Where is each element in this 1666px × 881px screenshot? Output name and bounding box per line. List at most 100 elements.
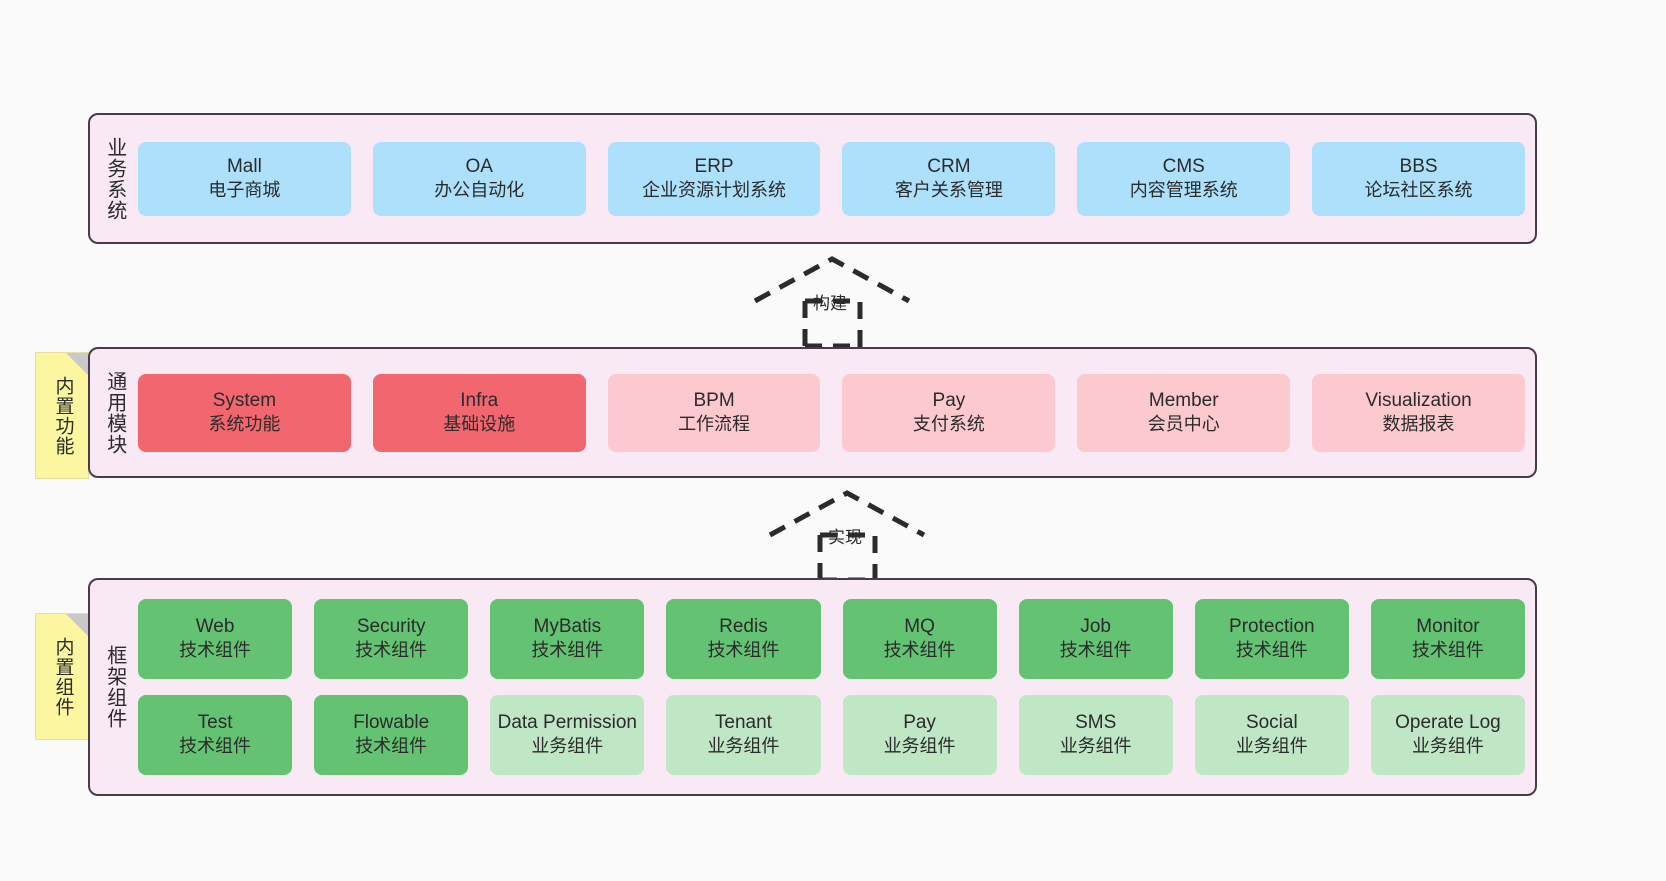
framework-card-row-business: Test 技术组件 Flowable 技术组件 Data Permission … xyxy=(138,695,1525,775)
card-social-sub: 业务组件 xyxy=(1235,736,1308,757)
card-mybatis[interactable]: MyBatis 技术组件 xyxy=(490,599,645,679)
card-pay-module[interactable]: Pay 支付系统 xyxy=(842,373,1056,452)
card-pay-module-title: Pay xyxy=(932,389,966,411)
card-web-title: Web xyxy=(195,616,235,638)
card-visualization[interactable]: Visualization 数据报表 xyxy=(1312,373,1525,452)
card-monitor[interactable]: Monitor 技术组件 xyxy=(1370,599,1525,679)
card-flowable-sub: 技术组件 xyxy=(355,736,428,757)
card-sms-sub: 业务组件 xyxy=(1059,736,1132,757)
card-bbs[interactable]: BBS 论坛社区系统 xyxy=(1312,141,1525,216)
card-member-title: Member xyxy=(1148,389,1219,411)
card-cms-title: CMS xyxy=(1162,155,1205,177)
card-mall[interactable]: Mall 电子商城 xyxy=(138,141,351,216)
card-mq[interactable]: MQ 技术组件 xyxy=(842,599,997,679)
card-redis-sub: 技术组件 xyxy=(707,640,780,661)
card-test[interactable]: Test 技术组件 xyxy=(138,695,293,775)
card-system[interactable]: System 系统功能 xyxy=(138,373,351,452)
card-crm[interactable]: CRM 客户关系管理 xyxy=(842,141,1056,216)
card-security-sub: 技术组件 xyxy=(355,640,428,661)
card-cms[interactable]: CMS 内容管理系统 xyxy=(1077,141,1291,216)
card-protection-sub: 技术组件 xyxy=(1235,640,1308,661)
realization-arrow-icon xyxy=(753,256,911,348)
connector-implement: 实现 xyxy=(760,487,935,582)
card-tenant-sub: 业务组件 xyxy=(707,736,780,757)
sticky-note-builtin-component: 内置组件 xyxy=(35,613,89,740)
card-sms[interactable]: SMS 业务组件 xyxy=(1018,695,1173,775)
card-flowable-title: Flowable xyxy=(353,712,430,734)
card-erp-sub: 企业资源计划系统 xyxy=(642,179,787,200)
layer-common-module-body: System 系统功能 Infra 基础设施 BPM 工作流程 Pay 支付系统… xyxy=(138,349,1535,476)
layer-business-system: 业务系统 Mall 电子商城 OA 办公自动化 ERP 企业资源计划系统 CRM xyxy=(88,113,1537,244)
card-crm-sub: 客户关系管理 xyxy=(894,179,1003,200)
connector-build: 构建 xyxy=(745,253,920,348)
card-job[interactable]: Job 技术组件 xyxy=(1018,599,1173,679)
card-visualization-title: Visualization xyxy=(1365,389,1472,411)
card-mq-sub: 技术组件 xyxy=(883,640,956,661)
card-cms-sub: 内容管理系统 xyxy=(1129,179,1238,200)
card-mybatis-title: MyBatis xyxy=(533,616,602,638)
sticky-note-builtin-feature-label: 内置功能 xyxy=(52,375,74,456)
framework-card-row-tech: Web 技术组件 Security 技术组件 MyBatis 技术组件 Redi… xyxy=(138,599,1525,679)
card-protection[interactable]: Protection 技术组件 xyxy=(1194,599,1349,679)
card-oa-sub: 办公自动化 xyxy=(434,179,525,200)
card-visualization-sub: 数据报表 xyxy=(1382,413,1455,434)
card-pay-component-title: Pay xyxy=(903,712,936,734)
card-mall-sub: 电子商城 xyxy=(208,179,281,200)
card-social-title: Social xyxy=(1245,712,1298,734)
card-oa[interactable]: OA 办公自动化 xyxy=(372,141,586,216)
card-bbs-title: BBS xyxy=(1399,155,1438,177)
layer-framework-component: 框架组件 Web 技术组件 Security 技术组件 MyBatis 技术组件… xyxy=(88,578,1537,796)
card-monitor-title: Monitor xyxy=(1416,616,1480,638)
layer-common-module: 通用模块 System 系统功能 Infra 基础设施 BPM 工作流程 Pay xyxy=(88,347,1537,478)
card-web[interactable]: Web 技术组件 xyxy=(138,599,293,679)
card-job-sub: 技术组件 xyxy=(1059,640,1132,661)
card-sms-title: SMS xyxy=(1075,712,1117,734)
layer-framework-component-body: Web 技术组件 Security 技术组件 MyBatis 技术组件 Redi… xyxy=(138,580,1535,794)
card-redis[interactable]: Redis 技术组件 xyxy=(666,599,821,679)
card-data-permission-title: Data Permission xyxy=(497,712,637,734)
card-mall-title: Mall xyxy=(226,155,262,177)
card-member-sub: 会员中心 xyxy=(1147,413,1220,434)
card-tenant-title: Tenant xyxy=(714,712,772,734)
card-pay-module-sub: 支付系统 xyxy=(912,413,985,434)
common-card-row: System 系统功能 Infra 基础设施 BPM 工作流程 Pay 支付系统… xyxy=(138,373,1525,452)
card-mybatis-sub: 技术组件 xyxy=(531,640,604,661)
card-system-sub: 系统功能 xyxy=(208,413,281,434)
layer-common-module-title: 通用模块 xyxy=(103,370,126,455)
card-job-title: Job xyxy=(1080,616,1111,638)
card-data-permission[interactable]: Data Permission 业务组件 xyxy=(490,695,645,775)
card-redis-title: Redis xyxy=(719,616,768,638)
card-social[interactable]: Social 业务组件 xyxy=(1194,695,1349,775)
card-infra-sub: 基础设施 xyxy=(443,413,516,434)
card-operate-log[interactable]: Operate Log 业务组件 xyxy=(1370,695,1525,775)
card-tenant[interactable]: Tenant 业务组件 xyxy=(666,695,821,775)
card-security-title: Security xyxy=(356,616,426,638)
card-infra[interactable]: Infra 基础设施 xyxy=(372,373,586,452)
card-oa-title: OA xyxy=(465,155,493,177)
card-operate-log-sub: 业务组件 xyxy=(1411,736,1484,757)
card-flowable[interactable]: Flowable 技术组件 xyxy=(314,695,469,775)
card-protection-title: Protection xyxy=(1229,616,1315,638)
card-bpm[interactable]: BPM 工作流程 xyxy=(607,373,821,452)
card-security[interactable]: Security 技术组件 xyxy=(314,599,469,679)
card-member[interactable]: Member 会员中心 xyxy=(1077,373,1291,452)
connector-build-label: 构建 xyxy=(813,294,847,313)
card-web-sub: 技术组件 xyxy=(179,640,252,661)
card-infra-title: Infra xyxy=(460,389,499,411)
card-test-sub: 技术组件 xyxy=(179,736,252,757)
card-pay-component-sub: 业务组件 xyxy=(883,736,956,757)
card-monitor-sub: 技术组件 xyxy=(1411,640,1484,661)
card-bbs-sub: 论坛社区系统 xyxy=(1364,179,1473,200)
card-test-title: Test xyxy=(197,712,233,734)
card-pay-component[interactable]: Pay 业务组件 xyxy=(842,695,997,775)
card-erp-title: ERP xyxy=(694,155,734,177)
card-bpm-sub: 工作流程 xyxy=(678,413,751,434)
card-data-permission-sub: 业务组件 xyxy=(531,736,604,757)
layer-framework-component-title: 框架组件 xyxy=(103,645,126,729)
card-operate-log-title: Operate Log xyxy=(1395,712,1501,734)
business-card-row: Mall 电子商城 OA 办公自动化 ERP 企业资源计划系统 CRM 客户关系… xyxy=(138,141,1525,216)
card-erp[interactable]: ERP 企业资源计划系统 xyxy=(607,141,821,216)
card-bpm-title: BPM xyxy=(693,389,735,411)
card-crm-title: CRM xyxy=(927,155,971,177)
